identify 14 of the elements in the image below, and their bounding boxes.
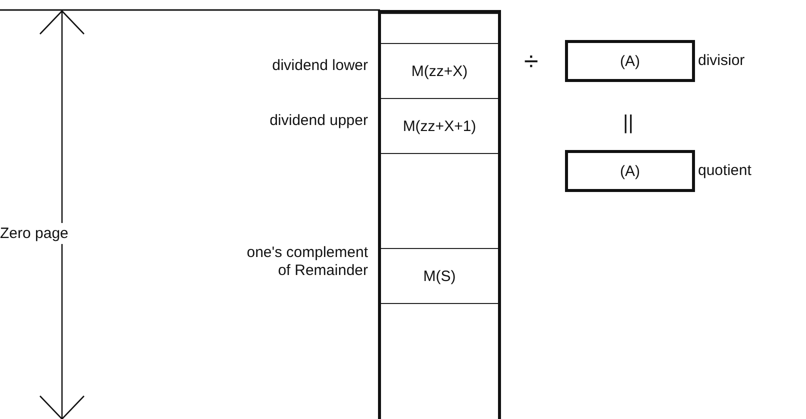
memory-column (378, 10, 501, 419)
register-box: (A) (565, 150, 695, 192)
memory-cell: M(S) (381, 248, 498, 303)
cell-caption: one's complement of Remainder (246, 244, 368, 280)
memory-cell: M(zz+X+1) (381, 98, 498, 153)
equals-sign: || (623, 112, 634, 135)
cell-caption: dividend upper (268, 112, 368, 130)
memory-cell: M(zz+X) (381, 43, 498, 98)
dimension-label: Zero page (0, 223, 68, 244)
cell-caption: divisior (698, 52, 746, 70)
division-sign: ÷ (524, 46, 538, 77)
cell-caption: dividend lower (271, 57, 368, 75)
cell-caption: quotient (698, 162, 752, 180)
register-box: (A) (565, 40, 695, 82)
